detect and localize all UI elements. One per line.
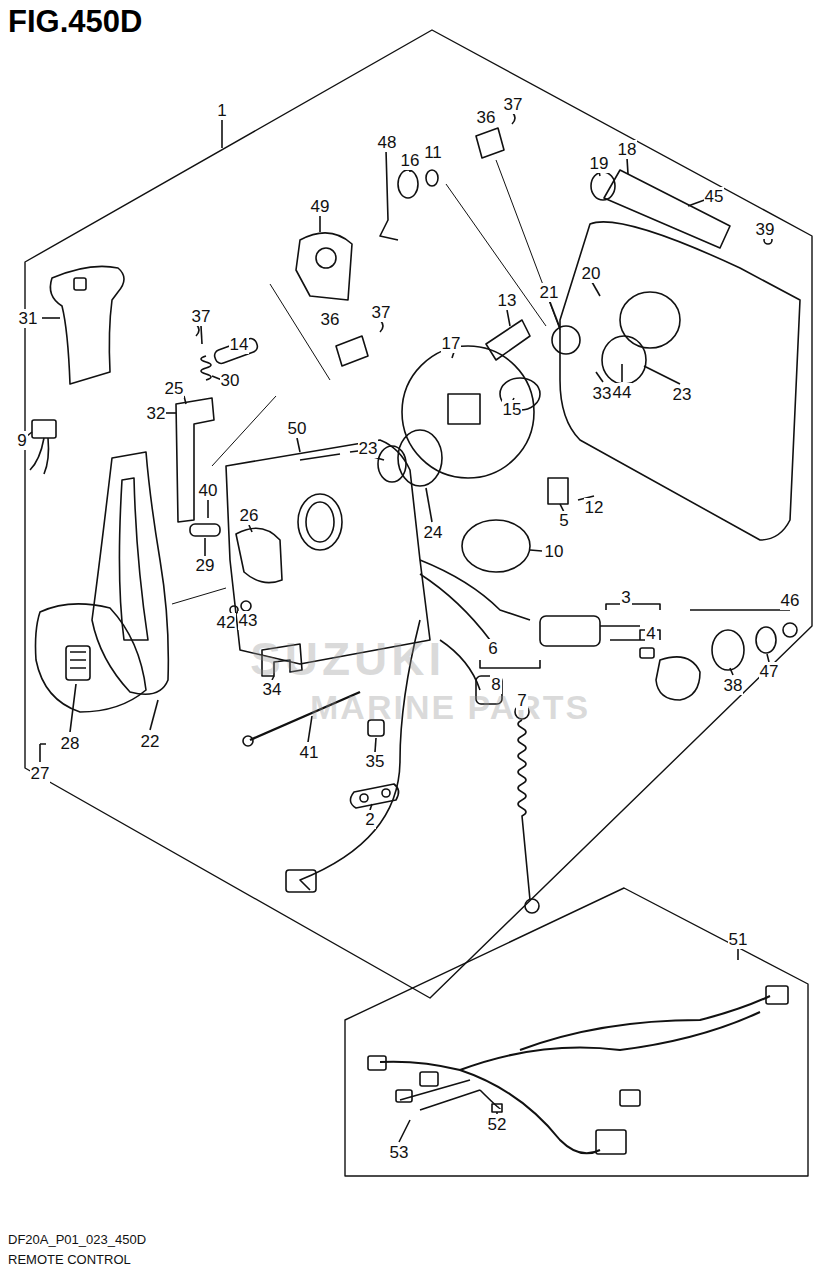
callout-number: 43 (238, 611, 259, 630)
callout-number: 29 (195, 556, 216, 575)
callout-number: 41 (299, 743, 320, 762)
callout-number: 1 (216, 101, 227, 120)
callout-number: 31 (18, 309, 39, 328)
callout-number: 33 (592, 384, 613, 403)
callout-number: 36 (320, 310, 341, 329)
callout-number: 30 (220, 371, 241, 390)
figure-title: FIG.450D (8, 4, 142, 40)
callout-number: 4 (645, 624, 656, 643)
callout-number: 44 (612, 383, 633, 402)
callout-number: 27 (30, 764, 51, 783)
callout-number: 19 (589, 154, 610, 173)
callout-number: 7 (516, 691, 527, 710)
callout-number: 49 (310, 197, 331, 216)
callout-number: 38 (723, 676, 744, 695)
callout-number: 32 (146, 404, 167, 423)
callout-number: 53 (389, 1143, 410, 1162)
watermark: MARINE PARTS (310, 688, 590, 727)
callout-number: 15 (502, 400, 523, 419)
callout-number: 12 (584, 498, 605, 517)
callout-number: 50 (287, 419, 308, 438)
callout-number: 25 (164, 379, 185, 398)
callout-number: 6 (487, 639, 498, 658)
callout-number: 36 (476, 108, 497, 127)
callout-number: 20 (581, 264, 602, 283)
callout-number: 10 (544, 542, 565, 561)
callout-number: 23 (358, 439, 379, 458)
callout-number: 52 (487, 1115, 508, 1134)
callout-number: 51 (728, 930, 749, 949)
callout-number: 42 (216, 613, 237, 632)
callout-number: 47 (759, 662, 780, 681)
callout-number: 5 (558, 511, 569, 530)
callout-number: 17 (441, 334, 462, 353)
callout-number: 8 (490, 675, 501, 694)
callout-number: 37 (371, 303, 392, 322)
callout-number: 34 (262, 680, 283, 699)
callout-number: 13 (497, 291, 518, 310)
callout-number: 23 (672, 385, 693, 404)
watermark: SUZUKI (250, 632, 445, 686)
callout-number: 35 (365, 752, 386, 771)
callout-number: 26 (239, 506, 260, 525)
callout-number: 11 (423, 143, 443, 162)
callout-number: 45 (704, 187, 725, 206)
callout-number: 48 (377, 133, 398, 152)
callout-number: 28 (60, 734, 81, 753)
callout-number: 3 (620, 588, 631, 607)
callout-number: 46 (780, 591, 801, 610)
callout-number: 21 (539, 283, 560, 302)
callout-number: 14 (229, 335, 250, 354)
callout-number: 2 (364, 810, 375, 829)
callout-number: 37 (503, 95, 524, 114)
callout-number: 18 (617, 140, 638, 159)
callout-number: 37 (191, 307, 212, 326)
callout-number: 40 (198, 481, 219, 500)
callout-number: 39 (755, 220, 776, 239)
callout-number: 24 (423, 523, 444, 542)
figure-caption: REMOTE CONTROL (8, 1252, 131, 1267)
drawing-code: DF20A_P01_023_450D (8, 1232, 146, 1247)
callout-number: 22 (140, 732, 161, 751)
callout-number: 16 (400, 151, 421, 170)
callout-number: 9 (16, 431, 27, 450)
